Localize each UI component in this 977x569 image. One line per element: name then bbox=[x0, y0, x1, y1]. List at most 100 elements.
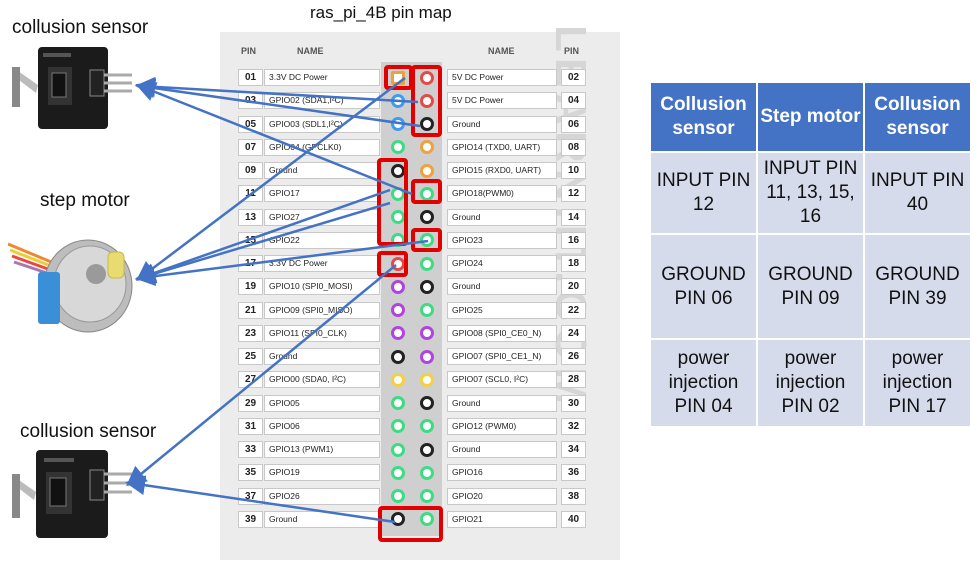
pin-dot-left bbox=[391, 489, 405, 503]
pin-name-left: GPIO04 (GPCLK0) bbox=[264, 138, 380, 156]
pin-name-left: GPIO09 (SPI0_MISO) bbox=[264, 301, 380, 319]
pin-name-left: GPIO06 bbox=[264, 417, 380, 435]
pin-name-right: GPIO15 (RXD0, UART) bbox=[447, 162, 557, 179]
highlight-pin-12 bbox=[411, 179, 442, 204]
pin-number-right: 04 bbox=[561, 92, 586, 110]
cell-power-motor: power injection PIN 02 bbox=[757, 339, 865, 428]
pin-dot-left bbox=[391, 465, 405, 480]
pin-number-right: 08 bbox=[561, 138, 586, 156]
pin-name-right: Ground bbox=[447, 208, 557, 226]
label-collusion-sensor-top: collusion sensor bbox=[12, 17, 149, 38]
cell-power-sensor-2: power injection PIN 17 bbox=[864, 339, 972, 428]
cell-ground-sensor-2: GROUND PIN 39 bbox=[864, 234, 972, 340]
pin-name-left: GPIO11 (SPI0_CLK) bbox=[264, 324, 380, 342]
pin-dot-right bbox=[420, 512, 434, 527]
pin-map-title: ras_pi_4B pin map bbox=[310, 3, 452, 22]
pin-name-left: 3.3V DC Power bbox=[264, 255, 380, 272]
header-collusion-sensor-1: Collusion sensor bbox=[651, 83, 758, 153]
pin-name-right: GPIO23 bbox=[447, 231, 557, 249]
pin-assignment-table: Collusion sensor Step motor Collusion se… bbox=[651, 83, 972, 428]
pin-number-right: 10 bbox=[561, 162, 586, 179]
pin-number-left: 37 bbox=[238, 487, 263, 505]
pin-number-right: 20 bbox=[561, 278, 586, 296]
pin-name-left: GPIO26 bbox=[264, 487, 380, 505]
pin-number-right: 36 bbox=[561, 464, 586, 482]
pin-name-right: GPIO16 bbox=[447, 464, 557, 482]
header-pin-right: PIN bbox=[564, 46, 580, 56]
pin-dot-right bbox=[420, 186, 434, 201]
header-name-left: NAME bbox=[297, 46, 324, 56]
pin-number-left: 25 bbox=[238, 348, 263, 365]
pin-number-left: 09 bbox=[238, 162, 263, 179]
pin-dot-right bbox=[420, 396, 434, 410]
pin-number-right: 06 bbox=[561, 115, 586, 133]
pin-number-right: 16 bbox=[561, 231, 586, 249]
pin-dot-left bbox=[391, 117, 405, 131]
pin-name-right: GPIO07 (SCL0, I²C) bbox=[447, 371, 557, 389]
pin-name-left: 3.3V DC Power bbox=[264, 69, 380, 86]
pin-name-left: GPIO27 bbox=[264, 208, 380, 226]
cell-ground-sensor-1: GROUND PIN 06 bbox=[651, 234, 758, 340]
pin-number-right: 12 bbox=[561, 185, 586, 203]
pin-number-right: 22 bbox=[561, 301, 586, 319]
pin-number-right: 28 bbox=[561, 371, 586, 389]
table-row-power: power injection PIN 04 power injection P… bbox=[651, 339, 972, 428]
label-step-motor: step motor bbox=[40, 190, 130, 211]
header-step-motor: Step motor bbox=[757, 83, 865, 153]
pin-dot-right bbox=[420, 489, 434, 503]
pin-name-right: GPIO21 bbox=[447, 510, 557, 528]
pin-dot-right bbox=[420, 372, 434, 387]
pin-number-left: 21 bbox=[238, 301, 263, 319]
pin-dot-left bbox=[391, 349, 405, 364]
pin-number-right: 18 bbox=[561, 255, 586, 272]
pin-name-left: GPIO22 bbox=[264, 231, 380, 249]
highlight-pins-09-15 bbox=[377, 158, 408, 246]
pin-number-left: 39 bbox=[238, 510, 263, 528]
pin-number-left: 23 bbox=[238, 324, 263, 342]
pin-name-right: GPIO08 (SPI0_CE0_N) bbox=[447, 324, 557, 342]
pin-number-left: 03 bbox=[238, 92, 263, 110]
cell-ground-motor: GROUND PIN 09 bbox=[757, 234, 865, 340]
cell-input-sensor-1: INPUT PIN 12 bbox=[651, 152, 758, 235]
table-header-row: Collusion sensor Step motor Collusion se… bbox=[651, 83, 972, 153]
header-name-right: NAME bbox=[488, 46, 515, 56]
pin-number-left: 13 bbox=[238, 208, 263, 226]
pin-name-left: GPIO19 bbox=[264, 464, 380, 482]
pin-dot-right bbox=[420, 140, 434, 155]
pin-dot-right bbox=[420, 419, 434, 434]
pin-dot-left bbox=[391, 372, 405, 387]
crash-sensor-top-image bbox=[12, 47, 132, 129]
pin-name-right: GPIO25 bbox=[447, 301, 557, 319]
pin-name-left: Ground bbox=[264, 162, 380, 179]
pin-name-right: 5V DC Power bbox=[447, 69, 557, 86]
pin-dot-right bbox=[420, 256, 434, 271]
pin-dot-left bbox=[391, 93, 405, 108]
pin-name-left: GPIO02 (SDA1,I²C) bbox=[264, 92, 380, 110]
pin-number-right: 32 bbox=[561, 417, 586, 435]
pin-number-left: 07 bbox=[238, 138, 263, 156]
pin-number-left: 11 bbox=[238, 185, 263, 203]
pin-dot-right bbox=[420, 326, 434, 341]
pin-dot-right bbox=[420, 163, 434, 178]
pin-dot-right bbox=[420, 70, 434, 85]
table-row-input: INPUT PIN 12 INPUT PIN 11, 13, 15, 16 IN… bbox=[651, 152, 972, 235]
pin-name-left: GPIO13 (PWM1) bbox=[264, 441, 380, 458]
pin-number-left: 31 bbox=[238, 417, 263, 435]
cell-power-sensor-1: power injection PIN 04 bbox=[651, 339, 758, 428]
pin-name-left: Ground bbox=[264, 510, 380, 528]
pin-number-right: 38 bbox=[561, 487, 586, 505]
pin-name-right: Ground bbox=[447, 394, 557, 412]
pin-number-left: 15 bbox=[238, 231, 263, 249]
pin-dot-right bbox=[420, 279, 434, 294]
pin-number-right: 34 bbox=[561, 441, 586, 458]
pin-number-right: 02 bbox=[561, 69, 586, 86]
pin-name-right: GPIO14 (TXD0, UART) bbox=[447, 138, 557, 156]
pin-dot-right bbox=[420, 210, 434, 224]
highlight-pins-02-06 bbox=[411, 65, 442, 137]
pin-name-left: GPIO17 bbox=[264, 185, 380, 203]
pin-number-left: 01 bbox=[238, 69, 263, 86]
pin-dot-right bbox=[420, 349, 434, 364]
pin-name-right: Ground bbox=[447, 115, 557, 133]
highlight-pin-17 bbox=[377, 251, 408, 277]
pin-number-left: 05 bbox=[238, 115, 263, 133]
